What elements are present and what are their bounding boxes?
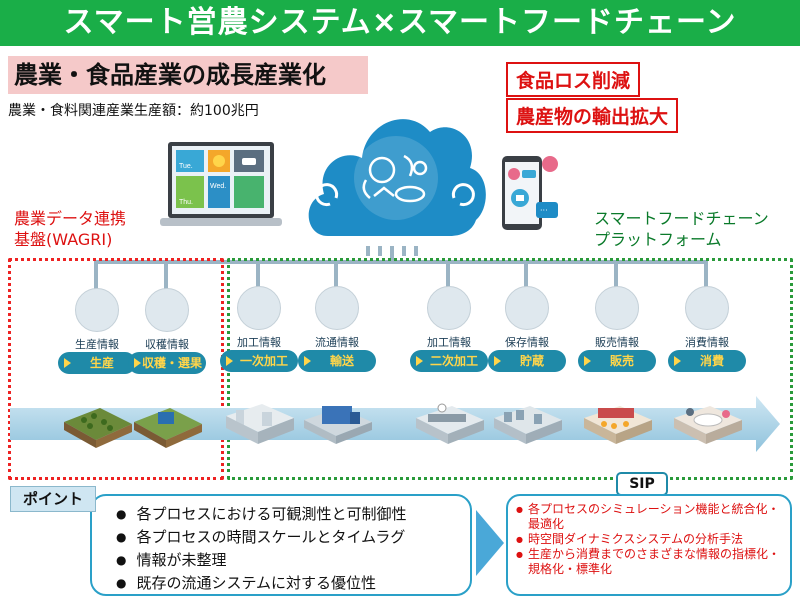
pill-arrow-icon: [64, 358, 71, 368]
process-head: 保存情報: [505, 336, 549, 349]
point-item: 各プロセスの時間スケールとタイムラグ: [116, 526, 407, 549]
process-label: 貯蔵: [519, 354, 544, 368]
pill-arrow-icon: [304, 356, 311, 366]
process-consumption: 消費情報 消費: [666, 286, 748, 448]
process-pill: 販売: [578, 350, 656, 372]
tile-thu-label: Thu.: [179, 199, 193, 206]
pill-arrow-icon: [584, 356, 591, 366]
process-secondary: 加工情報 二次加工: [408, 286, 490, 448]
dining-scene: [670, 400, 744, 448]
pill-arrow-icon: [416, 356, 423, 366]
sip-panel: 各プロセスのシミュレーション機能と統合化・最適化 時空間ダイナミクスシステムの分…: [506, 494, 792, 596]
process-label: 生産: [89, 356, 114, 370]
flow-arrow-band: [10, 396, 780, 452]
drone-icon: [142, 288, 192, 332]
point-item: 各プロセスにおける可観測性と可制御性: [116, 503, 406, 526]
process-label: 一次加工: [239, 354, 288, 368]
cloud-platform-icon: [308, 119, 486, 236]
store-scene: [580, 400, 654, 448]
cooking-icon: [682, 286, 732, 330]
tile-wed-label: Wed.: [210, 183, 226, 190]
point-item: 情報が未整理: [116, 549, 407, 572]
smartphone-illustration: ···: [502, 156, 558, 230]
sfc-label-line1: スマートフードチェーン: [594, 209, 769, 228]
process-pill: 二次加工: [410, 350, 488, 372]
pill-arrow-icon: [134, 358, 141, 368]
process-distribution: 流通情報 輸送: [296, 286, 378, 448]
process-label: 輸送: [329, 354, 354, 368]
goal-export: 農産物の輸出拡大: [506, 98, 679, 133]
process-pill: 生産: [58, 352, 136, 374]
process-sales: 販売情報 販売: [576, 286, 658, 448]
process-pill: 収穫・選果: [128, 352, 206, 374]
wagri-label-line1: 農業データ連携: [14, 209, 127, 228]
process-pill: 輸送: [298, 350, 376, 372]
wagri-label: 農業データ連携 基盤(WAGRI): [14, 208, 126, 250]
harvester-field-scene: [130, 402, 204, 450]
sip-item: 各プロセスのシミュレーション機能と統合化・最適化: [516, 502, 782, 532]
food-factory-scene: [412, 400, 486, 448]
process-head: 流通情報: [315, 336, 359, 349]
process-label: 二次加工: [429, 354, 478, 368]
point-tag: ポイント: [10, 486, 96, 512]
sip-list: 各プロセスのシミュレーション機能と統合化・最適化 時空間ダイナミクスシステムの分…: [516, 502, 782, 577]
process-head: 加工情報: [237, 336, 281, 349]
truck-scene: [300, 400, 374, 448]
refrigerator-icon: [502, 286, 552, 330]
pill-arrow-icon: [674, 356, 681, 366]
goal-food-loss: 食品ロス削減: [506, 62, 641, 97]
sip-label: SIP: [616, 472, 668, 496]
sip-item: 生産から消費までのさまざまな情報の指標化・規格化・標準化: [516, 547, 782, 577]
warehouse-scene: [490, 400, 564, 448]
pill-arrow-icon: [226, 356, 233, 366]
production-value-text: 農業・食料関連産業生産額：約100兆円: [8, 103, 259, 119]
process-label: 消費: [699, 354, 724, 368]
process-pill: 消費: [668, 350, 746, 372]
probe-icon: [72, 288, 122, 332]
page-title: スマート営農システム×スマートフードチェーン: [0, 0, 800, 46]
sfc-label-line2: プラットフォーム: [594, 230, 722, 249]
process-head: 生産情報: [75, 338, 119, 351]
sip-item: 時空間ダイナミクスシステムの分析手法: [516, 532, 782, 547]
tile-tue-label: Tue.: [179, 163, 193, 170]
processing-room-scene: [222, 400, 296, 448]
process-primary: 加工情報 一次加工: [218, 286, 300, 448]
pill-arrow-icon: [494, 356, 501, 366]
process-label: 収穫・選果: [141, 356, 202, 370]
process-head: 消費情報: [685, 336, 729, 349]
shopping-cart-icon: [592, 286, 642, 330]
process-production: 生産情報 生産: [56, 288, 138, 450]
smart-food-chain-label: スマートフードチェーン プラットフォーム: [594, 208, 769, 250]
process-label: 販売: [609, 354, 634, 368]
point-list: 各プロセスにおける可観測性と可制御性 各プロセスの時間スケールとタイムラグ 情報…: [116, 503, 407, 595]
growth-heading: 農業・食品産業の成長産業化: [8, 56, 368, 94]
process-head: 収穫情報: [145, 338, 189, 351]
point-item: 既存の流通システムに対する優位性: [116, 572, 407, 595]
farm-field-scene: [60, 402, 134, 450]
wagri-label-line2: 基盤(WAGRI): [14, 230, 113, 249]
right-arrow-icon: [476, 510, 504, 576]
map-icon: [312, 286, 362, 330]
process-pill: 一次加工: [220, 350, 298, 372]
process-storage: 保存情報 貯蔵: [486, 286, 568, 448]
process-harvest: 収穫情報 収穫・選果: [126, 288, 208, 450]
lunchbox-icon: [424, 286, 474, 330]
svg-text:···: ···: [540, 206, 548, 215]
factory-tank-icon: [234, 286, 284, 330]
process-head: 販売情報: [595, 336, 639, 349]
process-head: 加工情報: [427, 336, 471, 349]
process-pill: 貯蔵: [488, 350, 566, 372]
laptop-illustration: Tue. Wed. Thu.: [160, 142, 282, 226]
